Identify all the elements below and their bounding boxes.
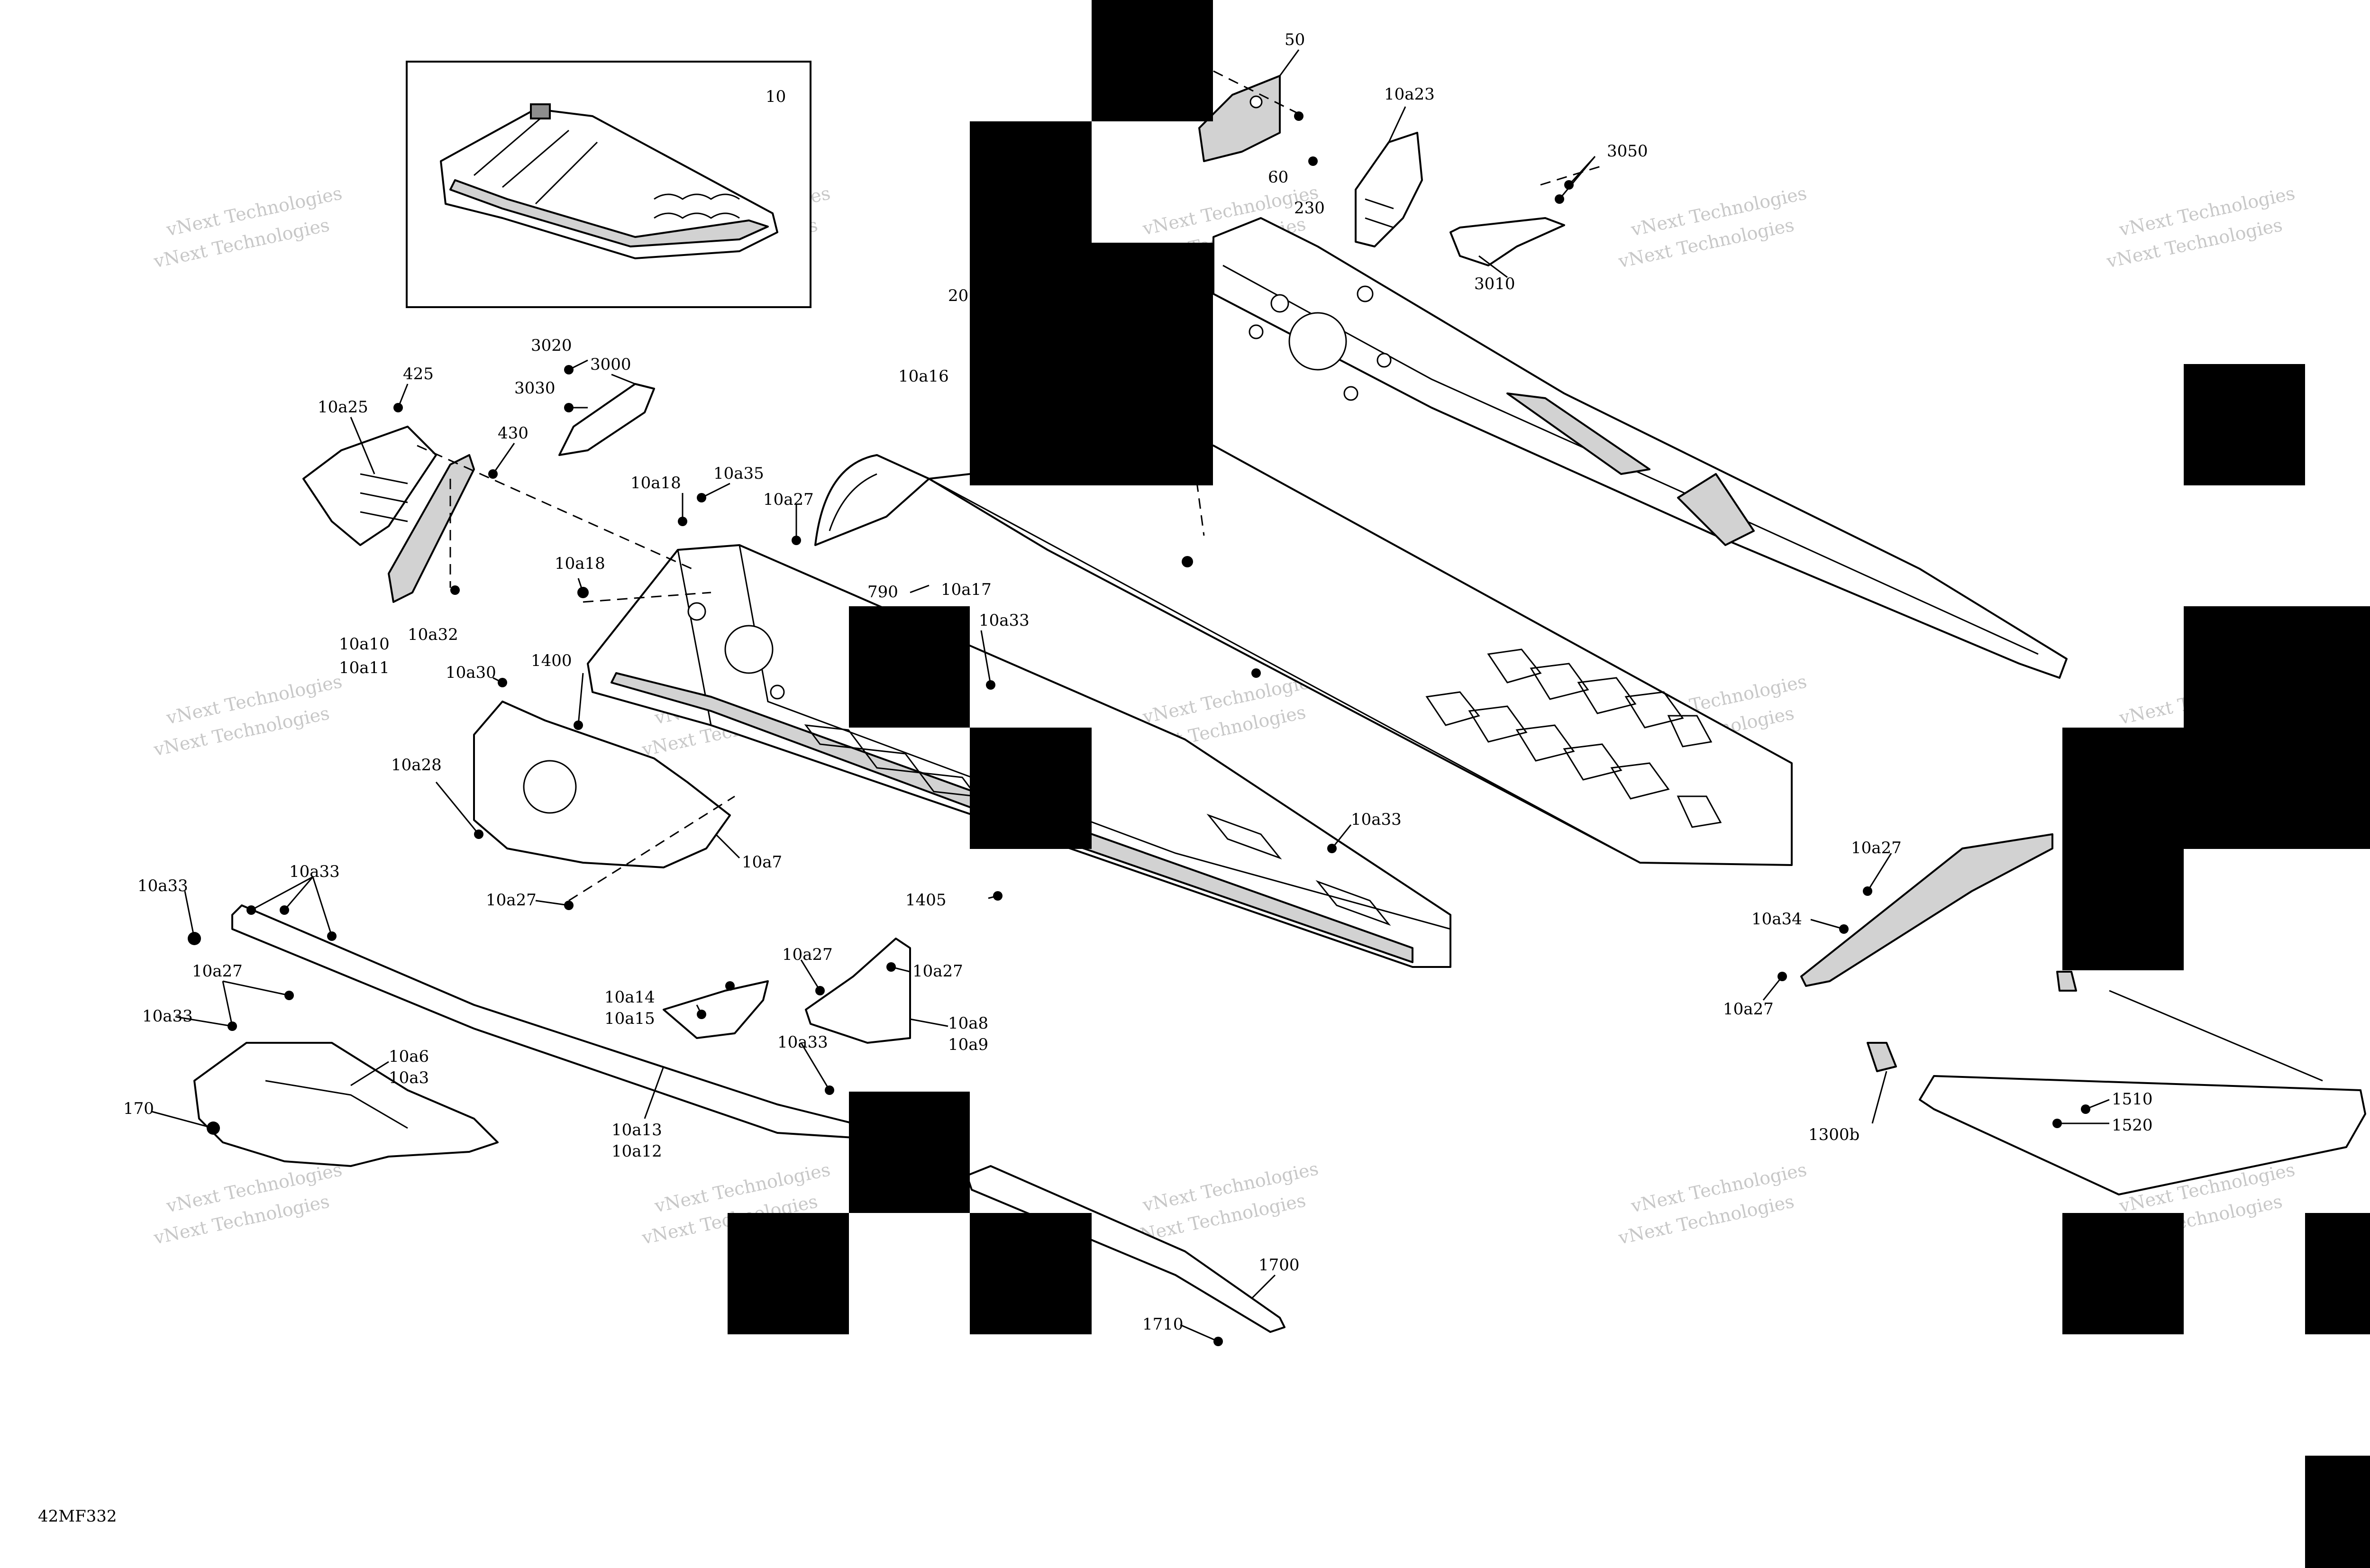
callout-1710: 1710 (1142, 1315, 1184, 1334)
callout-10a6: 10a6 (389, 1047, 429, 1066)
part-10a8-bracket (805, 938, 911, 1044)
callout-10a30: 10a30 (446, 663, 496, 682)
callout-425: 425 (403, 365, 434, 383)
callout-170: 170 (123, 1099, 154, 1118)
part-10a23-bracket (1355, 132, 1423, 247)
inset-assembly-view (406, 61, 811, 308)
part-10a14-bracket (663, 980, 769, 1039)
part-50-bracket (1198, 75, 1281, 162)
redaction-blocks (728, 0, 2370, 1568)
callout-10a33-right: 10a33 (1351, 810, 1402, 829)
callout-1510: 1510 (2112, 1090, 2153, 1109)
callout-790: 790 (867, 583, 898, 602)
callout-10a33-skid: 10a33 (142, 1007, 193, 1026)
callout-10a15: 10a15 (604, 1009, 655, 1028)
part-3010-bracket (1449, 217, 1565, 266)
part-10a25-bracket (302, 426, 437, 546)
callout-430: 430 (498, 424, 529, 443)
callout-10a33-center: 10a33 (979, 611, 1030, 630)
callout-10a11: 10a11 (339, 658, 390, 677)
tunnel-assembly (587, 217, 2068, 968)
part-10a28-plate (473, 701, 731, 868)
callout-1405: 1405 (905, 891, 947, 910)
callout-10a32: 10a32 (408, 625, 458, 644)
callout-60: 60 (1268, 168, 1288, 187)
callout-10a35: 10a35 (713, 464, 764, 483)
callout-1700: 1700 (1258, 1256, 1300, 1275)
callout-50: 50 (1285, 30, 1305, 49)
callout-10a17: 10a17 (941, 580, 992, 599)
callout-10a27-bumper-bottom: 10a27 (1723, 1000, 1774, 1019)
callout-3000: 3000 (590, 355, 631, 374)
callout-10a16: 10a16 (898, 367, 949, 386)
callout-1300b: 1300b (1808, 1125, 1860, 1144)
part-10a34-rear-bumper (1800, 833, 2053, 987)
callout-20: 20 (948, 286, 968, 305)
callout-3030: 3030 (514, 379, 556, 398)
callout-10a8: 10a8 (948, 1014, 988, 1033)
callout-10a27-bumper-top: 10a27 (1851, 839, 1902, 857)
part-1300b-rear-bumper-rail (1867, 971, 2366, 1195)
callout-10a9: 10a9 (948, 1035, 988, 1054)
callout-10a12: 10a12 (611, 1142, 662, 1161)
callout-10a7: 10a7 (742, 853, 782, 872)
callout-10a13: 10a13 (611, 1121, 662, 1140)
part-10a10-rail (388, 454, 475, 603)
callout-230: 230 (1294, 199, 1325, 218)
callout-10a33-rail: 10a33 (289, 862, 340, 881)
callout-10a33-left: 10a33 (137, 876, 188, 895)
callout-10a27-bracket: 10a27 (782, 945, 833, 964)
callout-labels: 10 50 10a23 60 230 3050 3010 20 10a16 30… (123, 30, 2153, 1334)
assembly-lines (417, 70, 1603, 902)
callout-3010: 3010 (1474, 274, 1515, 293)
diagram-code: 42MF332 (38, 1507, 117, 1526)
callout-10a27-top: 10a27 (763, 490, 814, 509)
leader-lines (151, 49, 2110, 1342)
callout-10a25: 10a25 (318, 398, 368, 417)
floor-cutouts (1425, 648, 1722, 828)
callout-10a27-side: 10a27 (912, 962, 963, 981)
callout-10a18-mid: 10a18 (555, 554, 605, 573)
callout-10: 10 (766, 87, 786, 106)
callout-10a10: 10a10 (339, 635, 390, 654)
callout-10a28: 10a28 (391, 756, 442, 775)
callout-10a18-top: 10a18 (630, 474, 681, 492)
callout-10a23: 10a23 (1384, 85, 1435, 104)
callout-10a27-mid: 10a27 (486, 891, 537, 910)
part-3000-bracket (558, 383, 655, 456)
callout-3050: 3050 (1607, 142, 1648, 161)
callout-10a3: 10a3 (389, 1068, 429, 1087)
callout-1400: 1400 (531, 651, 572, 670)
callout-10a27-skid: 10a27 (192, 962, 243, 981)
callout-10a34: 10a34 (1751, 910, 1802, 929)
callout-10a33-lower: 10a33 (777, 1033, 828, 1052)
callout-10a14: 10a14 (604, 988, 655, 1007)
callout-3020: 3020 (531, 336, 572, 355)
callout-1520: 1520 (2112, 1116, 2153, 1135)
part-10a6-skid-plate (193, 1042, 499, 1167)
